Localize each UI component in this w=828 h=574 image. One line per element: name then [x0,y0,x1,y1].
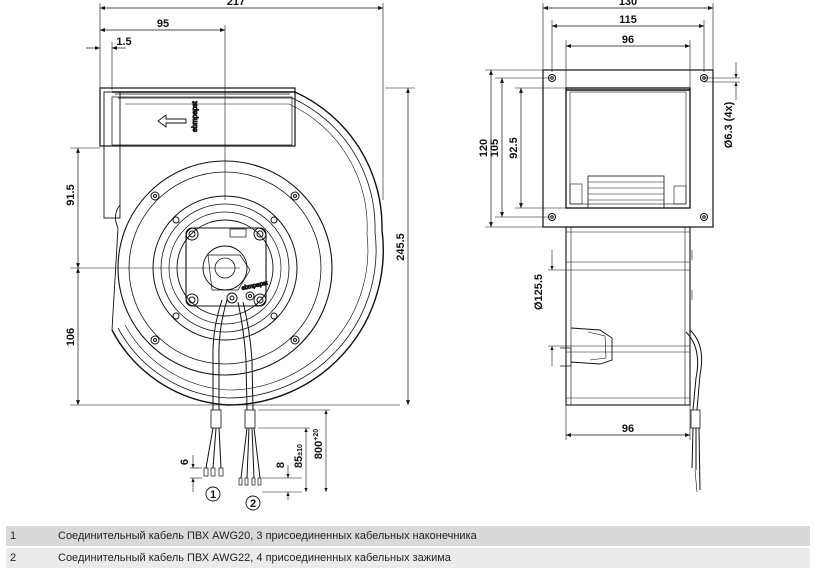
legend-number: 1 [10,530,17,542]
dim-lead-sep-2: 8 [275,462,287,468]
svg-text:800+20: 800+20 [313,429,325,459]
dim-hub-to-bottom: 106 [65,328,77,346]
legend-row: 2 Соединительный кабель ПВХ AWG22, 4 при… [6,548,810,568]
brand-label: ebmpapst [192,101,199,132]
dim-strip-length: 85 [293,456,305,468]
legend-number: 2 [10,552,17,564]
dim-side-hole-spacing-v: 105 [489,139,501,157]
dim-flange: 1.5 [116,36,131,48]
dim-outlet-height: 91.5 [65,184,77,205]
cable-2-marker: 2 [250,498,256,510]
dim-side-body-width: 96 [622,423,634,435]
dim-lead-sep-1: 6 [179,459,191,465]
side-view [485,3,740,493]
dim-side-flange-height: 120 [478,139,490,157]
dim-overall-width: 217 [227,0,245,8]
front-view: ebmpapst ebmpapst [70,3,415,511]
dim-side-outlet-width: 96 [622,34,634,46]
legend-text: Соединительный кабель ПВХ AWG20, 3 присо… [58,530,477,542]
dim-side-outlet-height: 92.5 [508,137,520,158]
motor-brand-label: ebmpapst [241,281,268,292]
dim-cable-length: 800 [313,441,325,459]
dim-outlet-offset: 95 [157,18,169,30]
cable-1-marker: 1 [210,489,216,501]
legend-row: 1 Соединительный кабель ПВХ AWG20, 3 при… [6,526,810,546]
dim-side-hole-dia: Ø6.3 (4x) [723,101,735,148]
svg-text:85±10: 85±10 [293,444,305,468]
dim-side-hole-spacing: 115 [619,14,637,26]
legend-text: Соединительный кабель ПВХ AWG22, 4 присо… [58,552,451,564]
dim-overall-height: 245.5 [395,233,407,261]
dim-cable-tol: +20 [313,429,320,441]
dim-side-inlet-dia: Ø125.5 [533,274,545,310]
dim-strip-tol: ±10 [297,444,304,456]
legend-table: 1 Соединительный кабель ПВХ AWG20, 3 при… [6,526,810,570]
dim-side-overall-width: 130 [619,0,637,8]
technical-drawing: ebmpapst ebmpapst [65,0,740,511]
